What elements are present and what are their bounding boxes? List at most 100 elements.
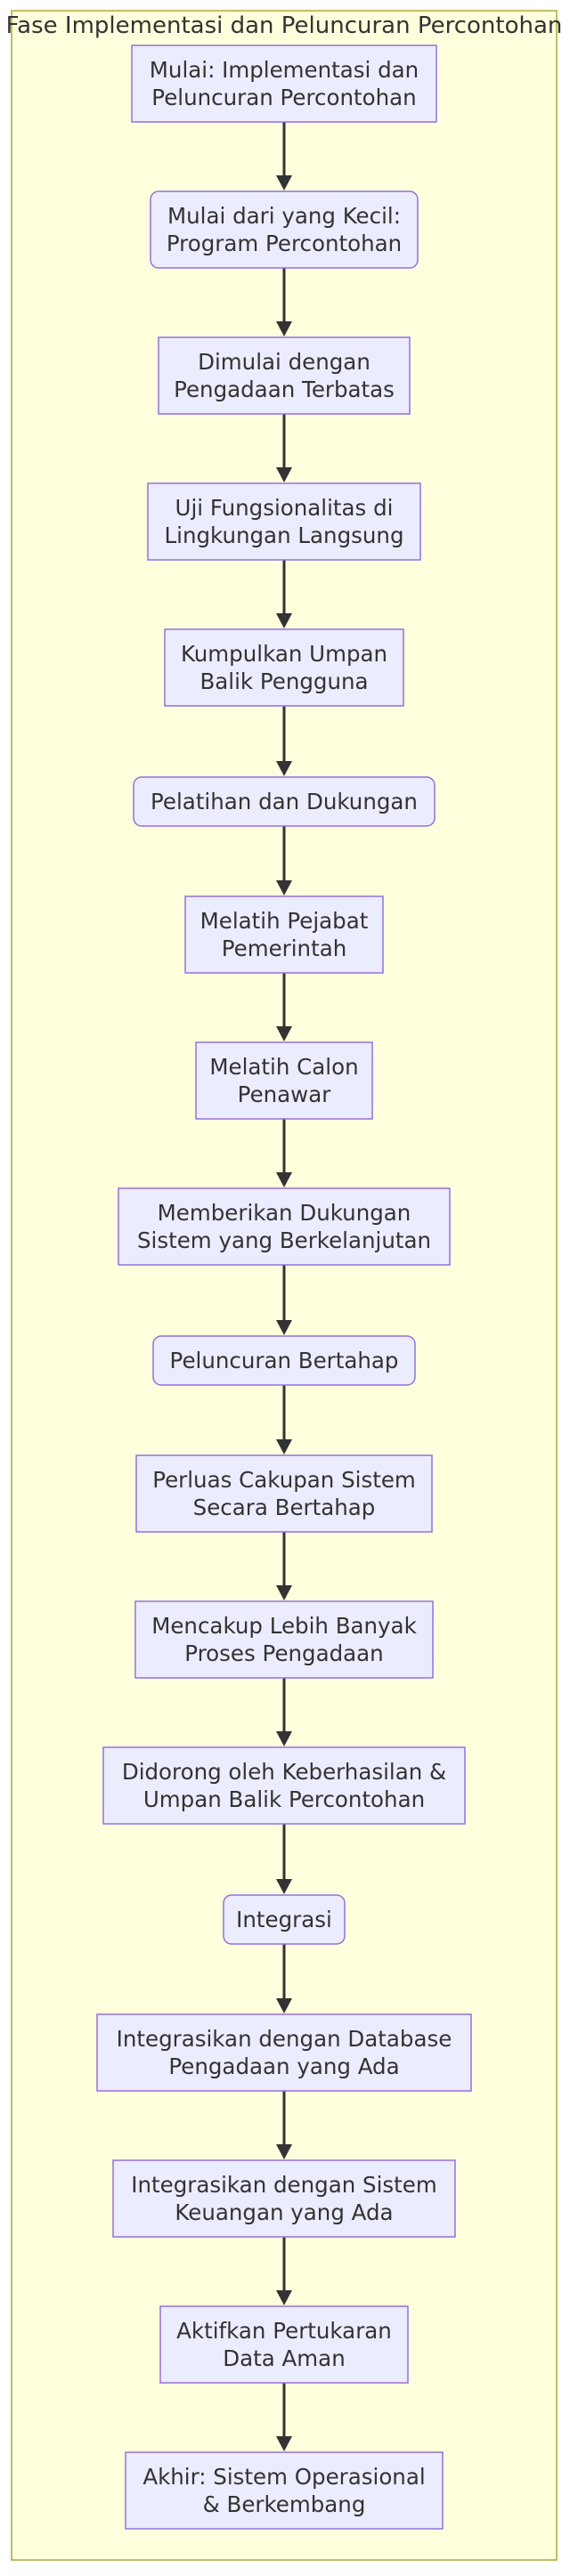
node-box (158, 336, 411, 415)
flow-node-13: Didorong oleh Keberhasilan &Umpan Balik … (102, 1746, 466, 1825)
flow-arrow-13 (276, 1824, 292, 1894)
node-box (152, 1335, 416, 1386)
arrow-head (276, 1879, 292, 1894)
flow-arrow-11 (276, 1532, 292, 1600)
node-label-line: Keuangan yang Ada (175, 2199, 393, 2225)
node-label-line: Secara Bertahap (193, 1495, 376, 1520)
flow-arrow-6 (276, 826, 292, 895)
arrow-head (276, 1731, 292, 1746)
node-label-line: Mencakup Lebih Banyak (151, 1613, 417, 1639)
node-label-line: Pengadaan Terbatas (174, 377, 395, 402)
node-label-line: Integrasi (236, 1907, 332, 1932)
node-label-line: Melatih Calon (209, 1054, 358, 1080)
node-label-line: Dimulai dengan (198, 349, 370, 375)
arrow-head (276, 1439, 292, 1454)
node-box (125, 2451, 444, 2530)
flow-node-10: Peluncuran Bertahap (152, 1335, 416, 1386)
node-label-line: Proses Pengadaan (184, 1640, 383, 1666)
flow-arrow-14 (276, 1944, 292, 2013)
arrow-head (276, 2144, 292, 2159)
node-label-line: & Berkembang (203, 2491, 366, 2517)
flow-arrow-16 (276, 2237, 292, 2305)
flow-arrow-10 (276, 1385, 292, 1454)
node-label-line: Memberikan Dukungan (158, 1200, 411, 1226)
flow-arrow-17 (276, 2383, 292, 2451)
node-label-line: Integrasikan dengan Database (117, 2026, 452, 2052)
node-label-line: Pengadaan yang Ada (168, 2054, 399, 2079)
flow-node-14: Integrasi (223, 1894, 346, 1945)
node-box (223, 1894, 346, 1945)
arrow-head (276, 1320, 292, 1335)
cluster-title: Fase Implementasi dan Peluncuran Percont… (6, 12, 563, 39)
node-box (133, 776, 436, 827)
node-label-line: Akhir: Sistem Operasional (142, 2464, 425, 2490)
edges-layer (276, 122, 292, 2451)
node-box (102, 1746, 466, 1825)
node-label-line: Program Percontohan (167, 231, 402, 256)
flow-node-6: Pelatihan dan Dukungan (133, 776, 436, 827)
node-label-line: Perluas Cakupan Sistem (152, 1467, 416, 1493)
node-label-line: Balik Pengguna (200, 668, 368, 694)
node-label-line: Melatih Pejabat (200, 908, 369, 934)
arrow-head (276, 613, 292, 628)
flow-arrow-4 (276, 560, 292, 628)
arrow-head (276, 2290, 292, 2305)
node-box (195, 1041, 373, 1120)
flow-arrow-1 (276, 122, 292, 190)
node-box (134, 1600, 434, 1679)
node-label-line: Pemerintah (222, 936, 346, 961)
flow-arrow-15 (276, 2091, 292, 2159)
flow-node-2: Mulai dari yang Kecil:Program Percontoha… (150, 190, 419, 269)
node-label-line: Kumpulkan Umpan (181, 641, 387, 667)
node-box (150, 190, 419, 269)
node-label-line: Lingkungan Langsung (164, 522, 403, 548)
arrow-head (276, 2436, 292, 2451)
arrow-head (276, 761, 292, 776)
flow-arrow-12 (276, 1678, 292, 1746)
node-label-line: Uji Fungsionalitas di (175, 495, 394, 521)
node-box (159, 2305, 409, 2384)
node-box (118, 1187, 451, 1266)
node-box (112, 2159, 456, 2238)
node-label-line: Mulai dari yang Kecil: (167, 203, 401, 229)
arrow-head (276, 1585, 292, 1600)
node-label-line: Umpan Balik Percontohan (143, 1786, 425, 1812)
flow-arrow-5 (276, 706, 292, 776)
node-label-line: Peluncuran Bertahap (170, 1348, 399, 1373)
node-label-line: Pelatihan dan Dukungan (151, 789, 418, 814)
flow-arrow-8 (276, 1119, 292, 1187)
node-label-line: Integrasikan dengan Sistem (131, 2172, 436, 2198)
node-box (147, 482, 421, 561)
arrow-head (276, 175, 292, 190)
arrow-head (276, 880, 292, 895)
node-label-line: Didorong oleh Keberhasilan & (122, 1759, 446, 1785)
flow-arrow-9 (276, 1265, 292, 1335)
node-label-line: Aktifkan Pertukaran (176, 2318, 392, 2344)
flow-arrow-2 (276, 268, 292, 336)
node-box (135, 1454, 433, 1533)
flow-arrow-3 (276, 414, 292, 482)
node-label-line: Data Aman (223, 2345, 345, 2371)
flow-node-18: Akhir: Sistem Operasional& Berkembang (125, 2451, 444, 2530)
node-box (96, 2013, 472, 2092)
arrow-head (276, 321, 292, 336)
node-label-line: Peluncuran Percontohan (151, 85, 416, 110)
node-label-line: Penawar (238, 1081, 332, 1107)
flow-arrow-7 (276, 973, 292, 1041)
arrow-head (276, 1172, 292, 1187)
arrow-head (276, 467, 292, 482)
node-label-line: Mulai: Implementasi dan (150, 57, 419, 83)
